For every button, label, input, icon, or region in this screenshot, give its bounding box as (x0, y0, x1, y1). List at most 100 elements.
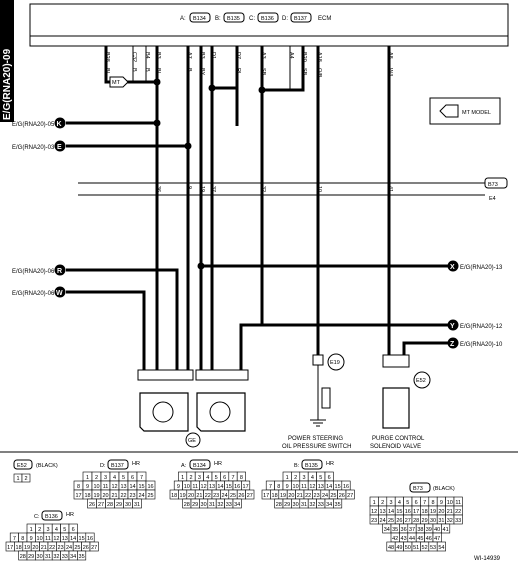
pin-number: 10 (93, 484, 99, 490)
right-refs: X E/G(RNA20)-13 Y E/G(RNA20)-12 Z E/G(RN… (447, 260, 503, 349)
pin-number: 30 (201, 502, 207, 508)
e19-switch: E19 POWER STEERING OIL PRESSURE SWITCH (282, 353, 351, 450)
pin-number: 24 (380, 518, 386, 524)
pin-number: 14 (326, 484, 332, 490)
bus-pin: 37 (210, 186, 216, 192)
pin-number: 28 (184, 502, 190, 508)
bus-pin: 9 (186, 186, 192, 189)
pin-number: 31 (301, 502, 307, 508)
pin-number: 23 (371, 518, 377, 524)
left-ref-letter: K (57, 121, 62, 128)
bus-pin: 10 (316, 186, 322, 192)
pin-number: 18 (171, 493, 177, 499)
right-ref-letter: Z (450, 341, 455, 348)
table-b134: A: B134 HR (181, 459, 222, 470)
pin-number: 6 (415, 500, 418, 506)
pin-number: 12 (53, 536, 59, 542)
pin-number: 8 (240, 475, 243, 481)
pin-number: 33 (62, 554, 68, 560)
pin-number: 19 (24, 545, 30, 551)
pin-number: 18 (422, 509, 428, 515)
e19-id: E19 (330, 360, 340, 366)
e52-connector (382, 354, 410, 368)
pin-cell (436, 541, 446, 552)
pin-number: 27 (405, 518, 411, 524)
pin-number: 6 (72, 527, 75, 533)
svg-text:A:: A: (181, 463, 187, 469)
svg-text:(BLACK): (BLACK) (433, 486, 455, 492)
pin-number: 11 (192, 484, 198, 490)
svg-text:B136: B136 (45, 514, 58, 520)
pin-number: 7 (13, 536, 16, 542)
e52-badge (413, 371, 431, 389)
ge-badge (185, 432, 201, 448)
table-b73: B73 (BLACK) (409, 482, 455, 493)
pin-number: 8 (277, 484, 280, 490)
pin-number: 15 (138, 484, 144, 490)
pin-number: 12 (309, 484, 315, 490)
side-tab (0, 0, 14, 122)
pin-number: 36 (401, 527, 407, 533)
pin-number: 13 (318, 484, 324, 490)
pin-number: 19 (180, 493, 186, 499)
pin-number: 2 (189, 475, 192, 481)
pin-number: 9 (30, 536, 33, 542)
pin-number: 1 (16, 476, 19, 482)
bus-pin: 32 (260, 186, 266, 192)
pin-number: 12 (201, 484, 207, 490)
pin-number: 7 (231, 475, 234, 481)
pin-number: 21 (447, 509, 453, 515)
bus-pin: 36 (155, 186, 161, 192)
pin-number: 48 (388, 545, 394, 551)
pin-number: 10 (184, 484, 190, 490)
pin-number: 39 (426, 527, 432, 533)
pin-number: 2 (294, 475, 297, 481)
table-e52: E52 (BLACK) (13, 459, 58, 470)
pin-number: 44 (409, 536, 415, 542)
svg-text:B73: B73 (413, 486, 423, 492)
bus-pin: 19 (199, 186, 205, 192)
right-ref-letter: X (450, 264, 455, 271)
pin-number: 3 (46, 527, 49, 533)
junction-dot (208, 84, 216, 92)
pin-number: 5 (319, 475, 322, 481)
e19-name-line2: OIL PRESSURE SWITCH (282, 444, 351, 450)
pin-cell (89, 541, 99, 552)
pin-number: 6 (328, 475, 331, 481)
pin-number: 41 (443, 527, 449, 533)
pin-number: 11 (455, 500, 461, 506)
pin-number: 1 (30, 527, 33, 533)
svg-text:HR: HR (214, 461, 222, 467)
pin-number: 33 (455, 518, 461, 524)
pin-number: 4 (206, 475, 209, 481)
junctions (153, 78, 266, 270)
pin-number: 30 (430, 518, 436, 524)
left-ref-letter: W (56, 290, 63, 297)
pin-number: 31 (438, 518, 444, 524)
pin-number: 4 (398, 500, 401, 506)
bus-b73-box (484, 177, 508, 189)
ecm-conn-box (257, 12, 279, 23)
pin-number: 28 (276, 502, 282, 508)
table-b137: D: B137 HR (100, 459, 140, 470)
pin-number: 11 (301, 484, 307, 490)
e52-body (382, 387, 410, 429)
ecm-connector-list: A: B134 B: B135 C: B136 D: B137 ECM (180, 12, 331, 23)
pin-number: 46 (426, 536, 432, 542)
pin-number: 6 (223, 475, 226, 481)
pin-number: 16 (405, 509, 411, 515)
pin-number: 7 (423, 500, 426, 506)
ecm-pin: A4 (288, 52, 294, 59)
pin-number: 16 (147, 484, 153, 490)
ecm-conn-prefix: C: (249, 16, 255, 22)
pin-number: 21 (196, 493, 202, 499)
ge-sensor-element (209, 401, 231, 423)
pin-number: 27 (91, 545, 97, 551)
wire-color: B (144, 68, 150, 72)
pin-number: 1 (373, 500, 376, 506)
pin-number: 23 (129, 493, 135, 499)
pin-number: 9 (86, 484, 89, 490)
pin-number: 31 (209, 502, 215, 508)
